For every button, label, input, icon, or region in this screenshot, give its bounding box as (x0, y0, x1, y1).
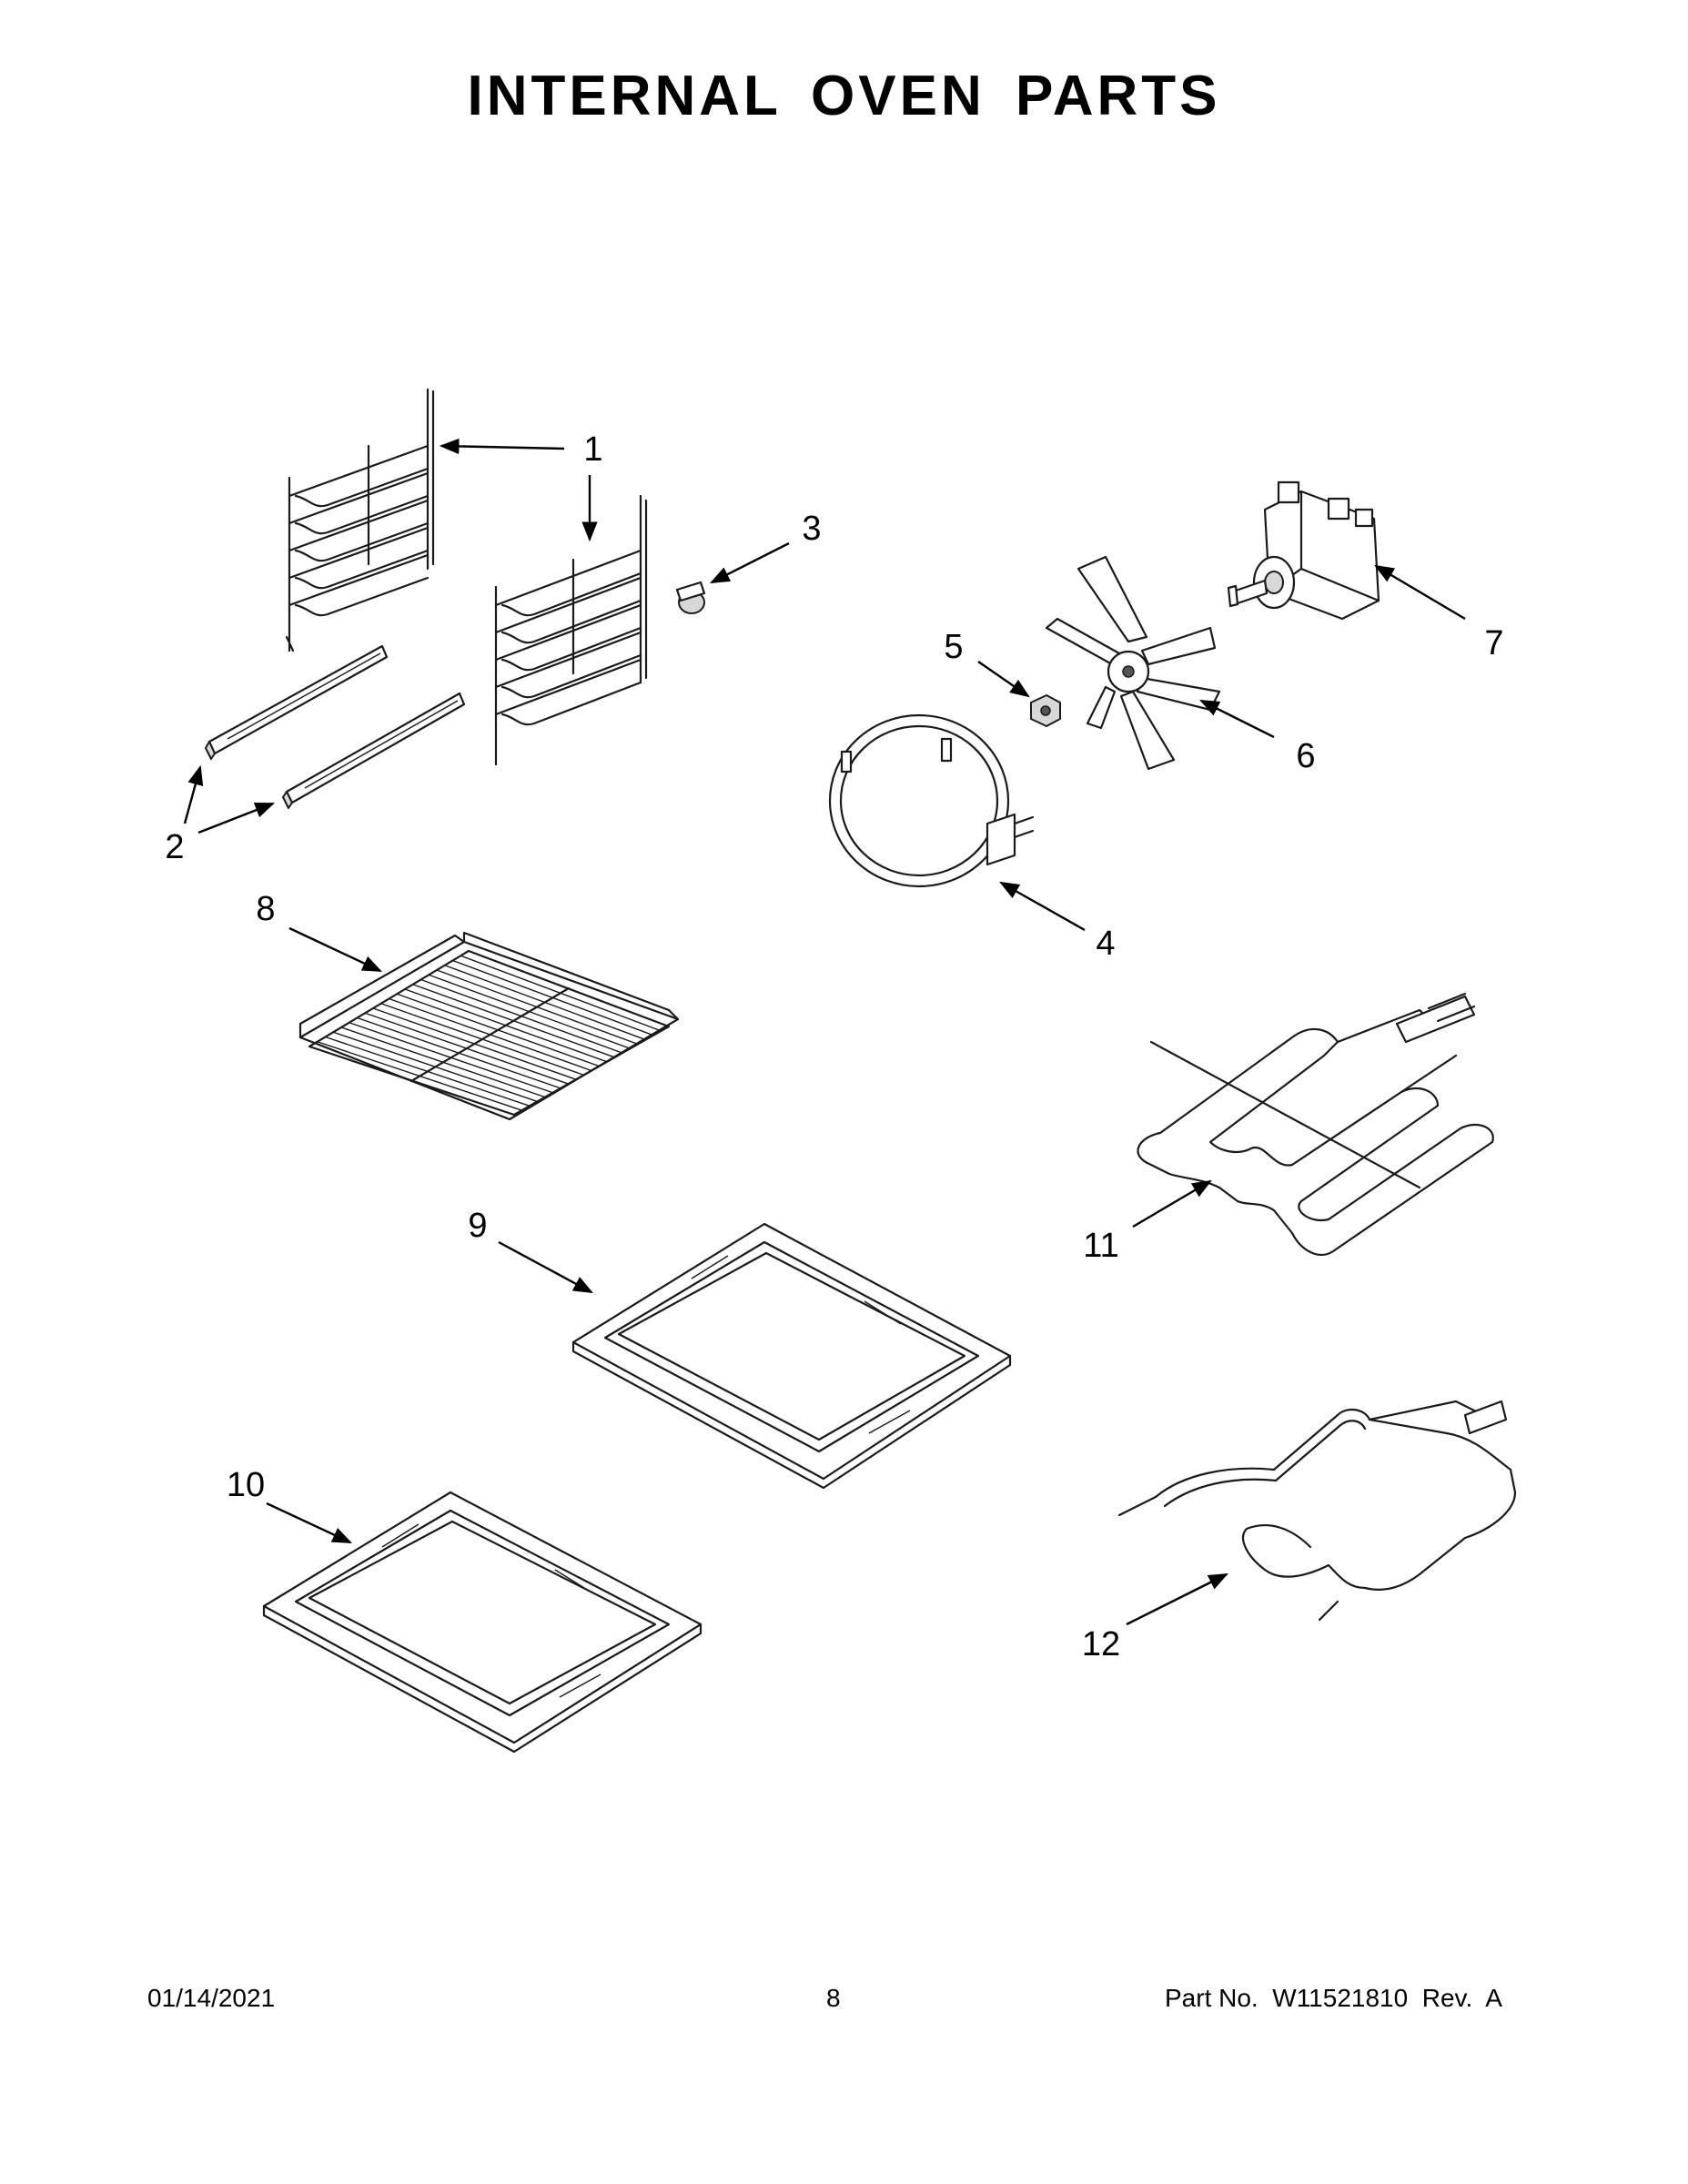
rack-ladder-left (285, 388, 435, 652)
callout-2: 2 (165, 828, 185, 866)
leader-lines (183, 438, 1466, 1626)
callout-12: 12 (1081, 1625, 1121, 1663)
broiler-pan-lower (262, 1491, 702, 1754)
bake-element (1137, 992, 1494, 1257)
rack-ladder-right (494, 494, 648, 766)
callout-1: 1 (583, 430, 603, 469)
callout-3: 3 (802, 510, 822, 548)
fan-blade (1045, 555, 1221, 771)
callout-4: 4 (1096, 925, 1116, 963)
callout-11: 11 (1083, 1227, 1119, 1265)
callout-7: 7 (1484, 624, 1504, 662)
convection-element (828, 713, 1035, 888)
rack-glide-lower (282, 692, 466, 809)
nut-part (1030, 694, 1061, 727)
rack-glide-upper (205, 644, 389, 760)
callout-9: 9 (468, 1207, 488, 1245)
broiler-pan (571, 1222, 1012, 1490)
footer-part-number: Part No. W11521810 Rev. A (1165, 1984, 1502, 2012)
screw-part (675, 581, 706, 614)
oven-rack (298, 931, 680, 1121)
callout-10: 10 (226, 1466, 266, 1504)
page-title: INTERNAL OVEN PARTS (467, 65, 1221, 127)
footer-date: 01/14/2021 (147, 1984, 276, 2012)
callout-8: 8 (256, 890, 276, 928)
callout-6: 6 (1296, 737, 1316, 775)
broil-element (1117, 1400, 1517, 1622)
footer-page-number: 8 (826, 1984, 841, 2012)
callout-5: 5 (944, 628, 964, 666)
convection-motor (1227, 480, 1380, 621)
